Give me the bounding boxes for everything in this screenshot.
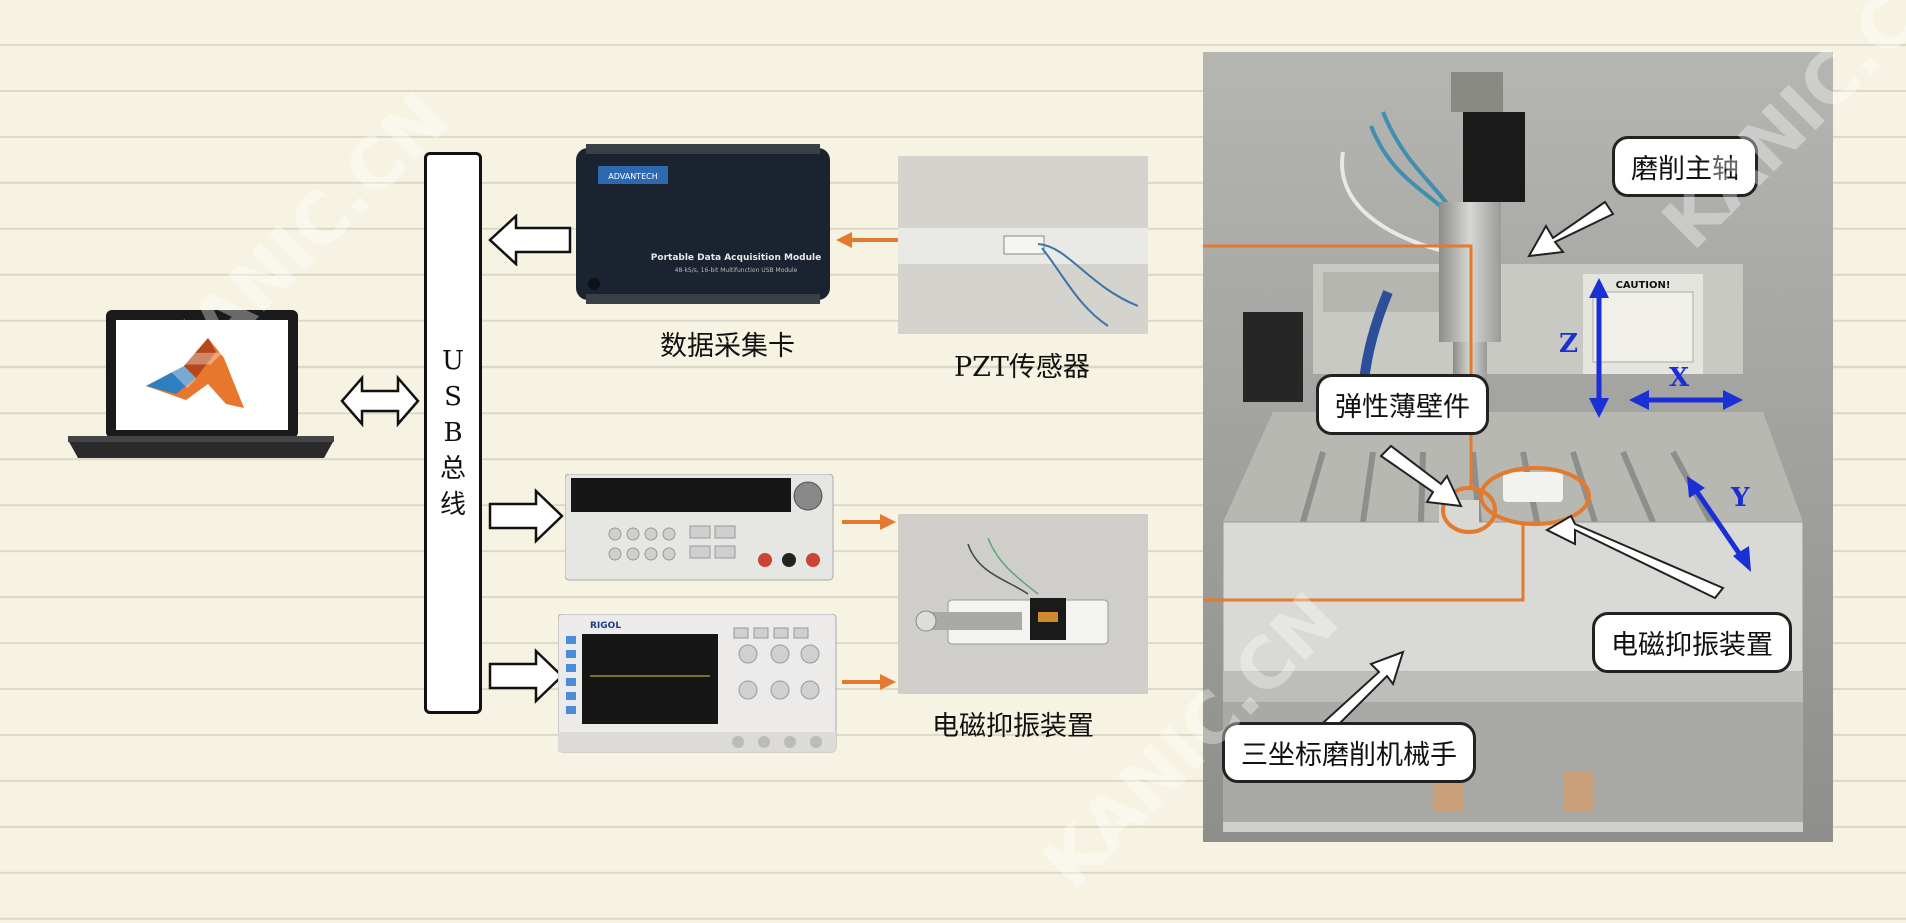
daq-title: Portable Data Acquisition Module [651,253,821,263]
damper-label: 电磁抑振装置 [932,711,1094,742]
x-axis-arrow [1629,390,1743,410]
daq-brand: ADVANTECH [608,172,657,181]
right-arrow-icon [488,648,564,704]
usb-char: 总 [439,454,466,484]
orange-arrow-icon [842,674,896,690]
callout-spindle: 磨削主轴 [1612,136,1758,197]
daq-subtitle: 48-kS/s, 16-bit Multifunction USB Module [675,267,798,274]
oscilloscope-brand: RIGOL [590,621,621,631]
callout-manipulator: 三坐标磨削机械手 [1222,722,1476,783]
usb-char: B [443,418,463,448]
pzt-label: PZT传感器 [954,352,1090,383]
daq-label: 数据采集卡 [660,331,795,362]
damper-photo [898,514,1148,694]
bidirectional-arrow-icon [340,374,420,428]
pzt-sensor-photo [898,156,1148,334]
orange-arrow-icon [842,514,896,530]
daq-card-image: ADVANTECH Portable Data Acquisition Modu… [576,144,830,304]
z-axis-label: Z [1559,329,1578,359]
usb-char: 线 [439,490,466,520]
callout-damper: 电磁抑振装置 [1592,612,1792,673]
power-supply-image [565,474,834,581]
oscilloscope-image: RIGOL [558,614,837,753]
orange-arrow-icon [836,232,902,248]
left-arrow-icon [488,214,572,266]
callout-thin-wall: 弹性薄壁件 [1316,374,1489,435]
thin-wall-highlight [1441,486,1497,534]
caution-label: CAUTION! [1616,280,1671,291]
right-arrow-icon [488,488,564,544]
y-axis-label: Y [1730,483,1750,513]
matlab-logo-icon [146,338,244,408]
usb-bus-bar: U S B 总 线 [424,152,482,714]
spindle-pointer-arrow [1527,200,1615,258]
x-axis-label: X [1669,363,1690,393]
y-axis-arrow [1687,476,1751,572]
usb-char: U [442,346,464,376]
usb-char: S [444,382,462,412]
laptop-icon [68,310,334,458]
damper-highlight [1479,466,1591,526]
z-axis-arrow [1589,278,1609,418]
thin-wall-pointer-arrow [1379,444,1463,508]
damper-pointer-arrow [1544,514,1725,600]
